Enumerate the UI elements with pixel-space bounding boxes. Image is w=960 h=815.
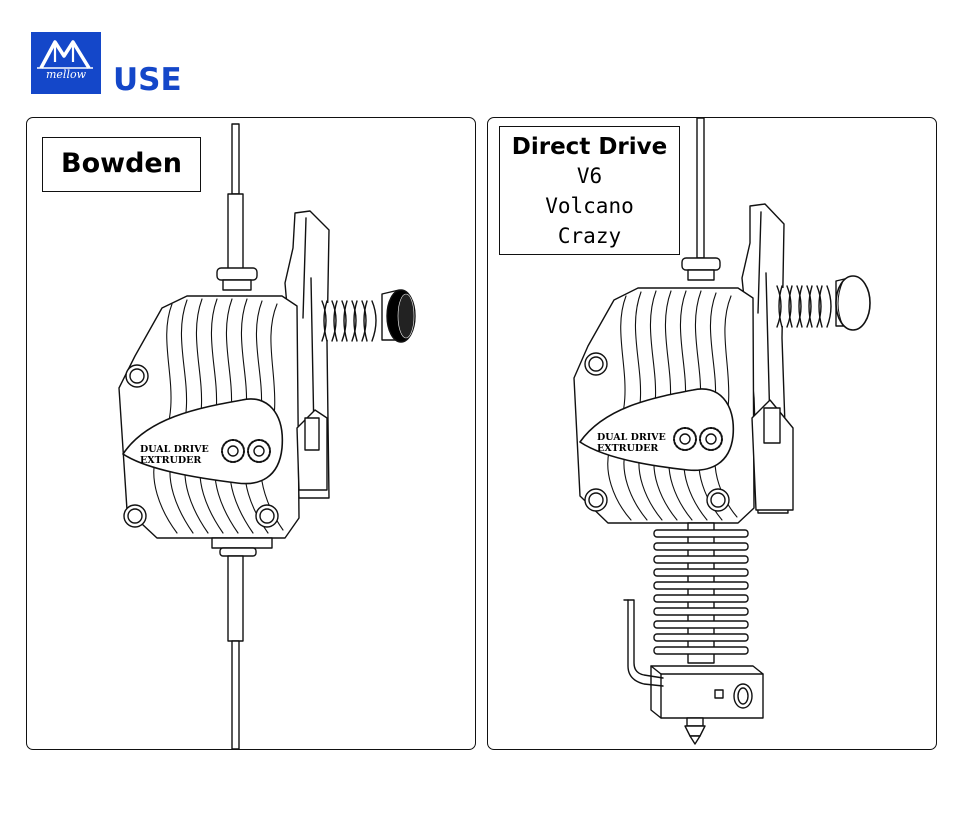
bowden-label: Bowden <box>61 148 182 179</box>
bowden-panel: DUAL DRIVE EXTRUDER Bowden <box>26 117 476 750</box>
bowden-extruder-illustration: DUAL DRIVE EXTRUDER <box>118 123 416 749</box>
direct-drive-panel: DUAL DRIVE EXTRUDER Direct Drive V6 Volc… <box>487 117 937 750</box>
tension-knob <box>835 275 871 331</box>
mellow-logo: mellow <box>31 32 101 94</box>
hotend-option-volcano: Volcano <box>545 194 634 218</box>
logo-wordmark: mellow <box>45 68 86 81</box>
tension-knob <box>381 289 416 343</box>
tension-spring <box>774 285 836 328</box>
hotend-option-crazy: Crazy <box>557 224 622 248</box>
bowden-label-box: Bowden <box>42 137 201 192</box>
direct-drive-extruder-illustration: DUAL DRIVE EXTRUDER <box>573 118 871 745</box>
mountain-logo-icon <box>37 40 93 69</box>
direct-drive-label: Direct Drive <box>511 134 668 160</box>
direct-drive-label-box: Direct Drive V6 Volcano Crazy <box>499 126 680 255</box>
badge-line1: DUAL DRIVE <box>140 444 209 455</box>
badge-line1: DUAL DRIVE <box>597 432 666 443</box>
hotend-heatsink <box>653 522 749 664</box>
nozzle <box>684 717 706 745</box>
badge-line2: EXTRUDER <box>140 455 201 466</box>
badge-line2: EXTRUDER <box>597 443 658 454</box>
page-title: USE <box>113 62 182 98</box>
heater-block <box>650 665 764 719</box>
tension-spring <box>319 300 382 342</box>
hotend-option-v6: V6 <box>576 164 603 188</box>
